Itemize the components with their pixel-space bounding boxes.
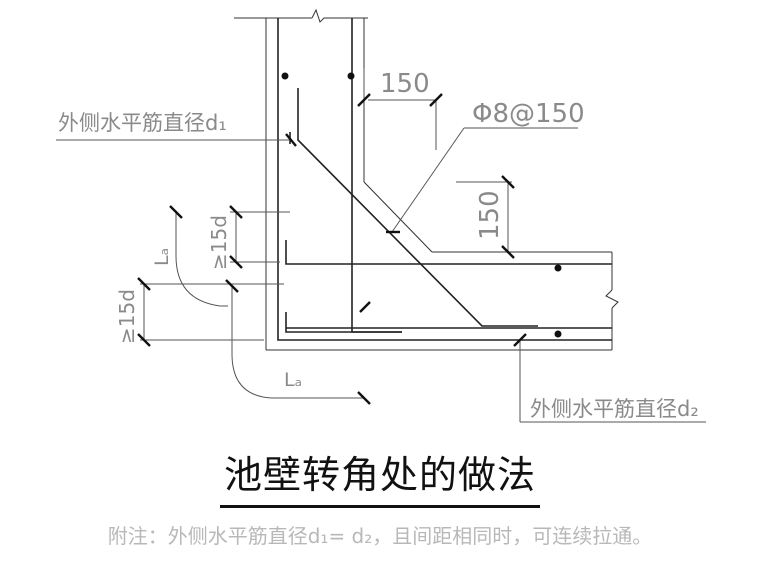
tick	[357, 93, 371, 107]
tick	[137, 333, 151, 347]
la-horizontal-label: Lₐ	[284, 369, 302, 391]
la-vertical-label: Lₐ	[151, 248, 173, 266]
tick	[229, 205, 243, 219]
bar-sections	[281, 72, 562, 338]
tick	[225, 279, 239, 293]
bar-section-dot	[347, 72, 355, 80]
inner-vertical-bar	[351, 18, 402, 333]
anchor-15d-lower-label: ≥15d	[115, 289, 139, 344]
break-symbol-right	[605, 289, 619, 309]
la-horizontal-curve	[231, 286, 364, 399]
tick	[501, 245, 515, 259]
break-symbol-top	[311, 8, 368, 23]
wall-outline	[234, 8, 619, 351]
tick	[137, 277, 151, 291]
tick	[285, 133, 297, 147]
dimension-ticks	[137, 93, 527, 405]
anchor-15d-upper-label: ≥15d	[207, 215, 231, 270]
outer-vertical-bar	[277, 18, 612, 341]
spacing-right-label: 150	[475, 190, 505, 240]
inner-horizontal-bar-hook	[285, 312, 402, 333]
bar-section-dot	[281, 72, 289, 80]
tick	[513, 333, 527, 347]
tick	[359, 301, 371, 313]
tick	[501, 175, 515, 189]
dimension-lines	[56, 68, 706, 423]
outer-bar-d1-label: 外侧水平筋直径d₁	[58, 111, 227, 135]
tick	[357, 391, 371, 405]
outer-horizontal-bar	[285, 240, 612, 265]
tick	[429, 93, 443, 107]
tick	[229, 255, 243, 269]
bar-section-dot	[554, 264, 562, 272]
title-wrapper: 池壁转角处的做法	[0, 444, 760, 508]
pool-wall-corner-detail: 外侧水平筋直径d₁ 外侧水平筋直径d₂ 150 150 Φ8@150 ≥15d …	[56, 8, 706, 423]
haunch-face	[363, 181, 433, 253]
drawing-title: 池壁转角处的做法	[219, 444, 540, 508]
rebar-spec-leader	[391, 127, 465, 233]
rebars	[277, 18, 612, 341]
spacing-top-label: 150	[380, 69, 430, 99]
la-vertical-curve	[175, 212, 228, 307]
bar-section-dot	[554, 330, 562, 338]
tick	[169, 205, 183, 219]
rebar-spec-label: Φ8@150	[472, 99, 585, 129]
outer-bar-d2-label: 外侧水平筋直径d₂	[530, 397, 699, 421]
drawing-note: 附注：外侧水平筋直径d₁= d₂，且间距相同时，可连续拉通。	[107, 524, 653, 548]
